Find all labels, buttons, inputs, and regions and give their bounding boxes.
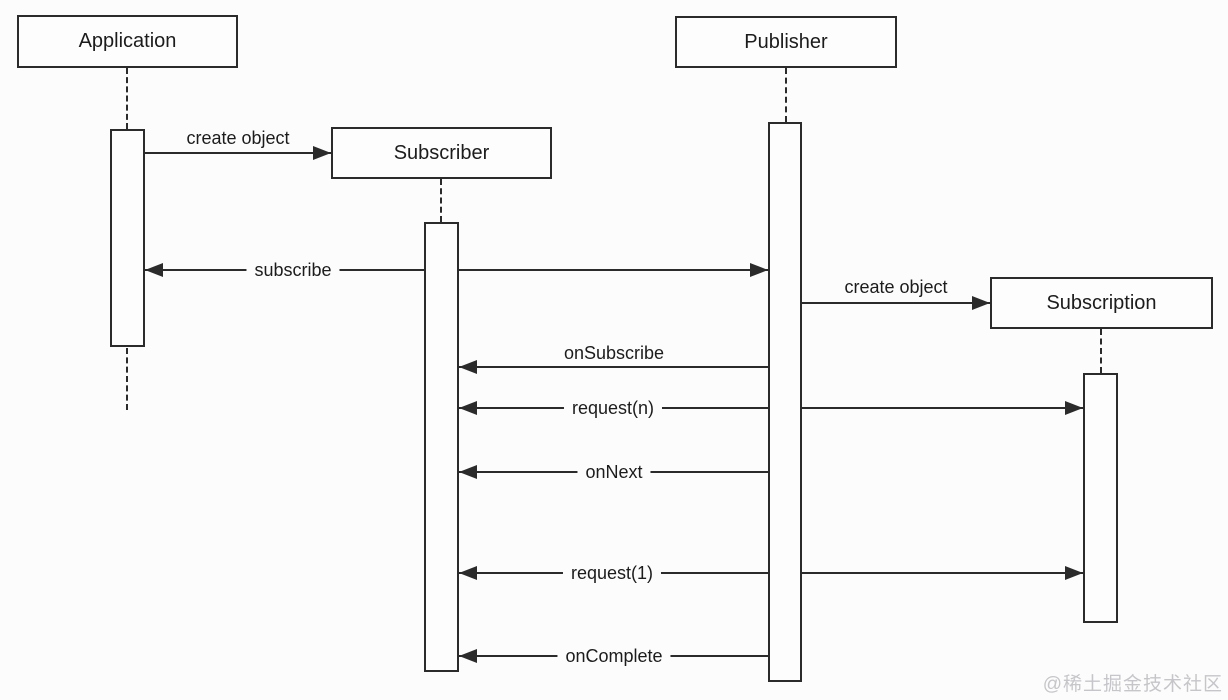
message-label-request-1: request(1) xyxy=(562,562,662,584)
lifeline-subscriber xyxy=(440,179,442,222)
message-label-on-subscribe: onSubscribe xyxy=(563,343,665,363)
arrowhead-left-icon xyxy=(459,401,477,415)
lifeline-application-bottom xyxy=(126,348,128,410)
lifeline-application-top xyxy=(126,68,128,129)
actor-label-subscription: Subscription xyxy=(1046,291,1157,314)
lifeline-subscription xyxy=(1100,329,1102,373)
actor-label-subscriber: Subscriber xyxy=(393,141,490,164)
message-line-create-object-1 xyxy=(145,152,331,154)
arrowhead-right-icon xyxy=(750,263,768,277)
message-label-request-n: request(n) xyxy=(563,397,663,419)
actor-box-publisher: Publisher xyxy=(675,16,897,68)
message-label-subscribe: subscribe xyxy=(246,259,340,281)
watermark-text: @稀土掘金技术社区 xyxy=(1042,674,1223,695)
arrowhead-left-icon xyxy=(145,263,163,277)
actor-box-application: Application xyxy=(17,15,238,68)
activation-bar-application xyxy=(110,129,145,347)
activation-bar-subscriber xyxy=(424,222,459,672)
actor-label-application: Application xyxy=(78,30,177,52)
message-label-on-complete: onComplete xyxy=(557,645,671,667)
arrowhead-right-icon xyxy=(313,146,331,160)
message-line-on-subscribe xyxy=(459,366,768,368)
arrowhead-right-icon xyxy=(1065,401,1083,415)
arrowhead-right-icon xyxy=(1065,566,1083,580)
actor-box-subscription: Subscription xyxy=(990,277,1213,329)
lifeline-publisher xyxy=(785,68,787,122)
message-label-create-object-2: create object xyxy=(844,277,948,297)
activation-bar-subscription xyxy=(1083,373,1118,623)
arrowhead-left-icon xyxy=(459,360,477,374)
actor-box-subscriber: Subscriber xyxy=(331,127,552,179)
message-line-create-object-2 xyxy=(802,302,990,304)
actor-label-publisher: Publisher xyxy=(744,30,828,53)
arrowhead-left-icon xyxy=(459,465,477,479)
activation-bar-publisher xyxy=(768,122,802,682)
message-label-create-object-1: create object xyxy=(186,128,290,148)
arrowhead-left-icon xyxy=(459,649,477,663)
arrowhead-left-icon xyxy=(459,566,477,580)
arrowhead-right-icon xyxy=(972,296,990,310)
message-label-on-next: onNext xyxy=(577,461,651,483)
